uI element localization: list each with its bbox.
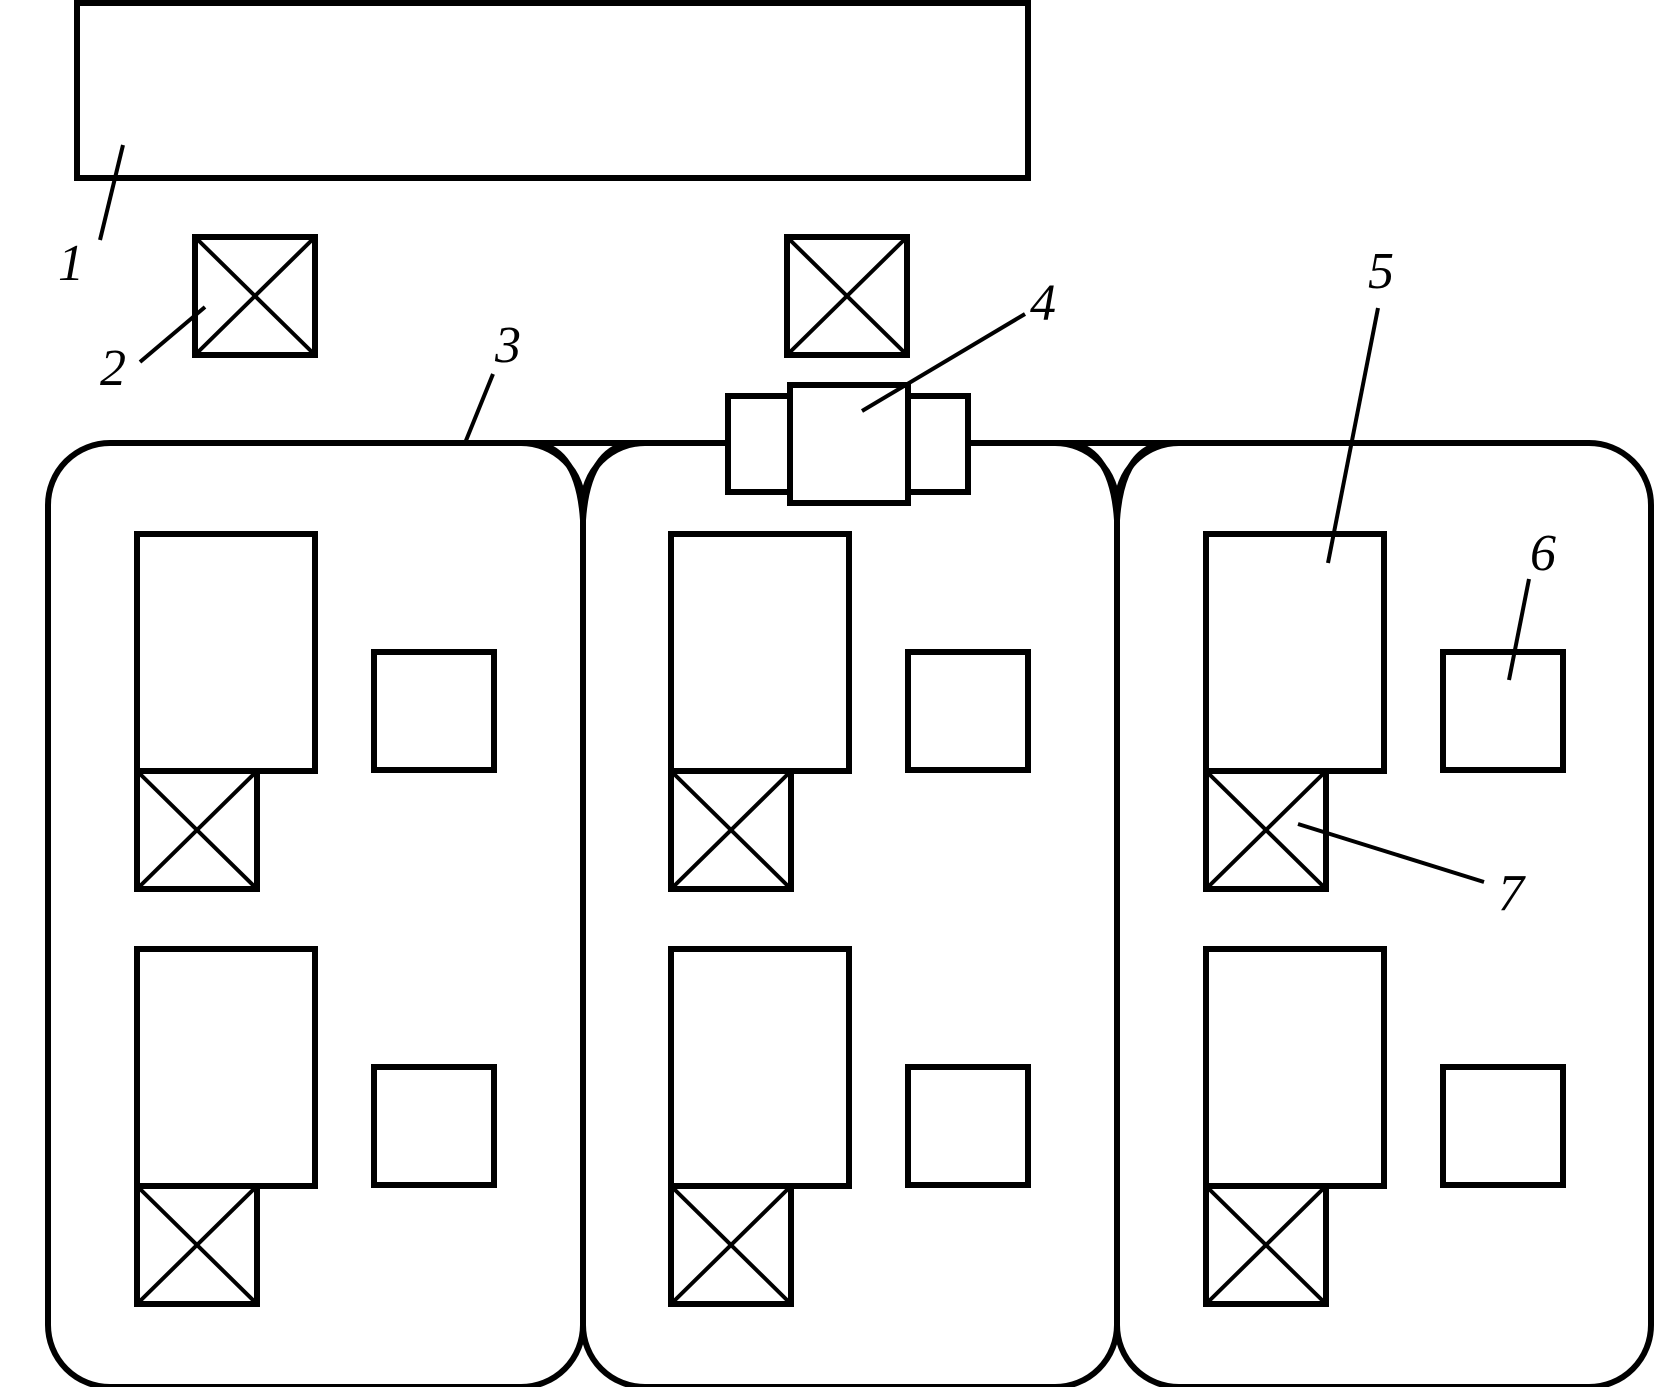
small-block xyxy=(1440,649,1566,773)
top-left-crossed-box-icon xyxy=(192,234,318,358)
leader-7 xyxy=(1297,822,1485,884)
crossed-box-icon xyxy=(1203,768,1329,892)
enclosure-left-contents xyxy=(134,531,497,1307)
top-middle-crossed-box-icon xyxy=(784,234,910,358)
large-block xyxy=(1203,531,1387,774)
label-6: 6 xyxy=(1530,525,1556,582)
enclosure-right xyxy=(1114,440,1654,1387)
small-block xyxy=(1440,1064,1566,1188)
label-2: 2 xyxy=(100,340,126,397)
leader-5 xyxy=(1326,307,1380,564)
leader-1 xyxy=(98,144,125,241)
crossed-box-icon xyxy=(134,1183,260,1307)
crossed-box-icon xyxy=(668,1183,794,1307)
leader-4 xyxy=(860,312,1027,413)
crossed-box-icon xyxy=(134,768,260,892)
top-long-block xyxy=(74,0,1031,181)
large-block xyxy=(668,946,852,1189)
leader-6 xyxy=(1507,578,1531,681)
small-block xyxy=(905,1064,1031,1188)
large-block xyxy=(1203,946,1387,1189)
label-4: 4 xyxy=(1030,275,1056,332)
connector-unit xyxy=(725,382,971,506)
crossed-box-icon xyxy=(668,768,794,892)
small-block xyxy=(905,649,1031,773)
large-block xyxy=(668,531,852,774)
leader-2 xyxy=(138,305,207,364)
enclosure-right-contents xyxy=(1203,531,1566,1307)
label-3: 3 xyxy=(494,317,521,374)
small-block xyxy=(371,1064,497,1188)
label-5: 5 xyxy=(1368,243,1394,300)
large-block xyxy=(134,946,318,1189)
small-block xyxy=(371,649,497,773)
label-7: 7 xyxy=(1498,865,1526,922)
label-1: 1 xyxy=(58,235,84,292)
leader-3 xyxy=(463,373,495,444)
large-block xyxy=(134,531,318,774)
crossed-box-icon xyxy=(1203,1183,1329,1307)
enclosure-middle-contents xyxy=(668,531,1031,1307)
